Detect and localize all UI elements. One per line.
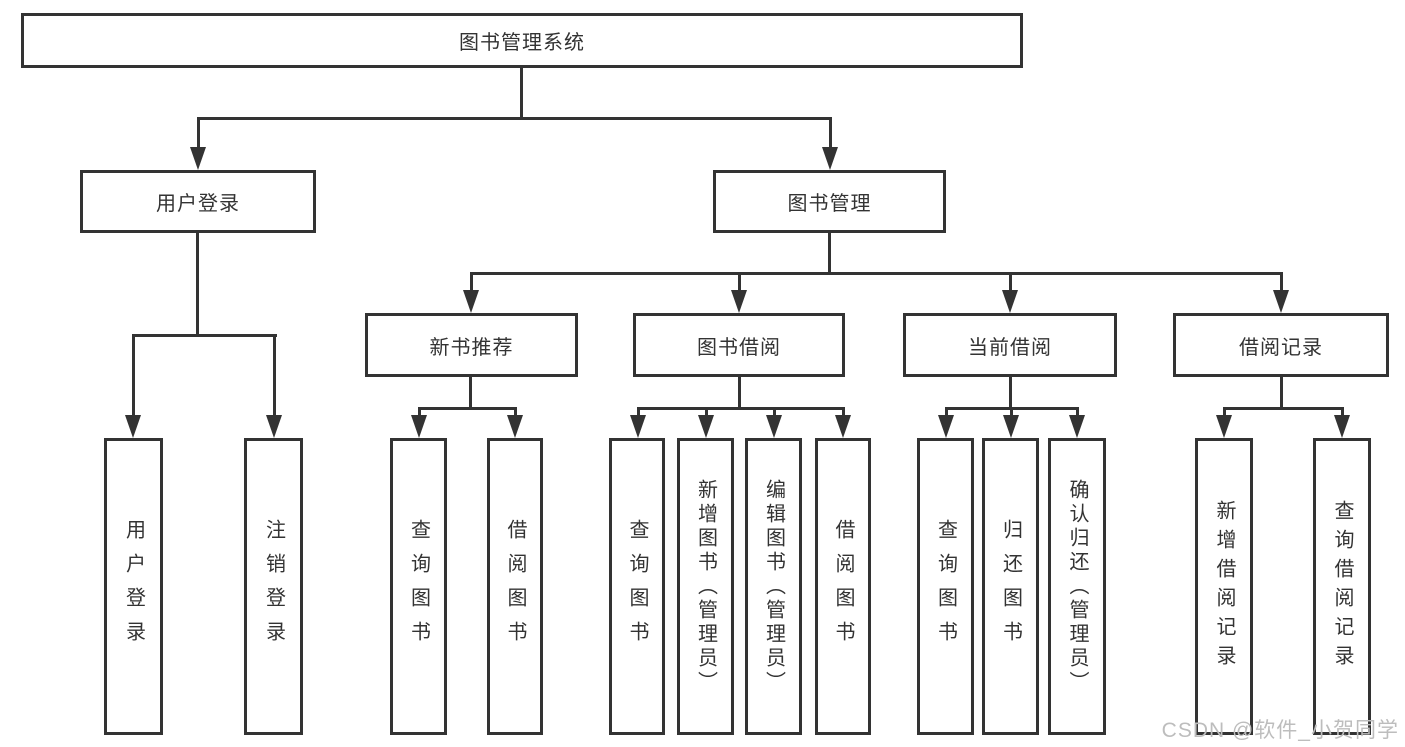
- connector-current-stub: [1009, 377, 1012, 410]
- arrow-to-leaf-br-query: [1334, 415, 1350, 438]
- connector-cb-leaf2-drop: [1010, 407, 1013, 417]
- leaf-br-query-record-label: 查询借阅记录: [1331, 499, 1353, 674]
- connector-records-rail: [1223, 407, 1344, 410]
- connector-login-stub: [196, 233, 199, 336]
- connector-cb-leaf3-drop: [1076, 407, 1079, 417]
- node-current-borrow-label: 当前借阅: [968, 336, 1052, 359]
- connector-mgmt-stub: [828, 233, 831, 275]
- connector-newbook-rail: [418, 407, 517, 410]
- node-user-login-group: 用户登录: [80, 170, 316, 233]
- connector-bb-leaf3-drop: [773, 407, 776, 417]
- connector-newbook-stub: [469, 377, 472, 410]
- connector-login-rail: [132, 334, 277, 337]
- leaf-bb-edit-books-admin: 编辑图书（管理员）: [745, 438, 802, 735]
- arrow-to-leaf-nb-query: [411, 415, 427, 438]
- leaf-user-login: 用户登录: [104, 438, 163, 735]
- arrow-to-leaf-logout: [266, 415, 282, 438]
- arrow-to-leaf-bb-borrow: [835, 415, 851, 438]
- leaf-bb-borrow-books: 借阅图书: [815, 438, 871, 735]
- connector-br-leaf1-drop: [1223, 407, 1226, 417]
- leaf-br-query-record: 查询借阅记录: [1313, 438, 1371, 735]
- leaf-br-add-record-label: 新增借阅记录: [1213, 499, 1235, 674]
- leaf-cb-confirm-return-admin-label: 确认归还（管理员）: [1066, 478, 1088, 695]
- leaf-user-login-label: 用户登录: [122, 518, 145, 655]
- connector-login-leaf2-drop: [273, 334, 276, 418]
- connector-current-drop: [1009, 272, 1012, 292]
- node-book-borrow: 图书借阅: [633, 313, 845, 377]
- node-borrow-records-label: 借阅记录: [1239, 336, 1323, 359]
- node-borrow-records: 借阅记录: [1173, 313, 1389, 377]
- connector-login-leaf1-drop: [132, 334, 135, 418]
- leaf-bb-edit-books-admin-label: 编辑图书（管理员）: [762, 478, 785, 695]
- connector-root-stub: [520, 68, 523, 119]
- node-current-borrow: 当前借阅: [903, 313, 1117, 377]
- node-new-book-rec: 新书推荐: [365, 313, 578, 377]
- leaf-nb-query-books-label: 查询图书: [407, 518, 430, 655]
- arrow-to-leaf-cb-query: [938, 415, 954, 438]
- arrow-to-leaf-bb-query: [630, 415, 646, 438]
- connector-level2-rail: [470, 272, 1283, 275]
- watermark-text: CSDN @软件_小贺同学: [1161, 719, 1399, 742]
- arrow-to-leaf-bb-edit: [766, 415, 782, 438]
- arrow-to-user-login-group: [190, 147, 206, 170]
- node-root-label: 图书管理系统: [459, 32, 585, 54]
- leaf-nb-borrow-books-label: 借阅图书: [504, 518, 526, 655]
- leaf-nb-borrow-books: 借阅图书: [487, 438, 543, 735]
- leaf-bb-query-books-label: 查询图书: [626, 518, 648, 655]
- connector-bb-leaf2-drop: [705, 407, 708, 417]
- leaf-cb-return-books: 归还图书: [982, 438, 1039, 735]
- leaf-cb-query-books-label: 查询图书: [934, 518, 957, 655]
- connector-borrow-drop: [738, 272, 741, 292]
- node-root: 图书管理系统: [21, 13, 1023, 68]
- node-book-borrow-label: 图书借阅: [697, 336, 781, 359]
- connector-nb-leaf2-drop: [514, 407, 517, 417]
- arrow-to-book-mgmt: [822, 147, 838, 170]
- node-book-mgmt: 图书管理: [713, 170, 946, 233]
- connector-bb-leaf4-drop: [842, 407, 845, 417]
- arrow-to-borrow-records: [1273, 290, 1289, 313]
- arrow-to-leaf-user-login: [125, 415, 141, 438]
- arrow-to-leaf-cb-confirm: [1069, 415, 1085, 438]
- leaf-logout: 注销登录: [244, 438, 303, 735]
- arrow-to-leaf-nb-borrow: [507, 415, 523, 438]
- connector-records-drop: [1280, 272, 1283, 292]
- arrow-to-book-borrow: [731, 290, 747, 313]
- connector-borrow-rail: [637, 407, 845, 410]
- connector-level1-rail: [197, 117, 832, 120]
- leaf-cb-query-books: 查询图书: [917, 438, 974, 735]
- node-new-book-rec-label: 新书推荐: [429, 336, 514, 359]
- arrow-to-leaf-bb-add: [698, 415, 714, 438]
- leaf-bb-query-books: 查询图书: [609, 438, 665, 735]
- connector-br-leaf2-drop: [1341, 407, 1344, 417]
- connector-cb-leaf1-drop: [945, 407, 948, 417]
- connector-newbook-drop: [470, 272, 473, 292]
- connector-mgmt-drop: [829, 117, 832, 150]
- leaf-cb-confirm-return-admin: 确认归还（管理员）: [1048, 438, 1106, 735]
- leaf-bb-borrow-books-label: 借阅图书: [832, 518, 854, 655]
- leaf-bb-add-books-admin-label: 新增图书（管理员）: [694, 478, 717, 695]
- connector-nb-leaf1-drop: [418, 407, 421, 417]
- leaf-br-add-record: 新增借阅记录: [1195, 438, 1253, 735]
- leaf-logout-label: 注销登录: [262, 518, 285, 655]
- arrow-to-current-borrow: [1002, 290, 1018, 313]
- node-book-mgmt-label: 图书管理: [787, 193, 872, 215]
- connector-login-drop: [197, 117, 200, 150]
- arrow-to-new-book-rec: [463, 290, 479, 313]
- connector-borrow-stub: [738, 377, 741, 410]
- node-user-login-group-label: 用户登录: [156, 193, 240, 215]
- connector-records-stub: [1280, 377, 1283, 410]
- leaf-nb-query-books: 查询图书: [390, 438, 447, 735]
- arrow-to-leaf-br-add: [1216, 415, 1232, 438]
- leaf-cb-return-books-label: 归还图书: [999, 518, 1022, 655]
- arrow-to-leaf-cb-return: [1003, 415, 1019, 438]
- connector-bb-leaf1-drop: [637, 407, 640, 417]
- leaf-bb-add-books-admin: 新增图书（管理员）: [677, 438, 734, 735]
